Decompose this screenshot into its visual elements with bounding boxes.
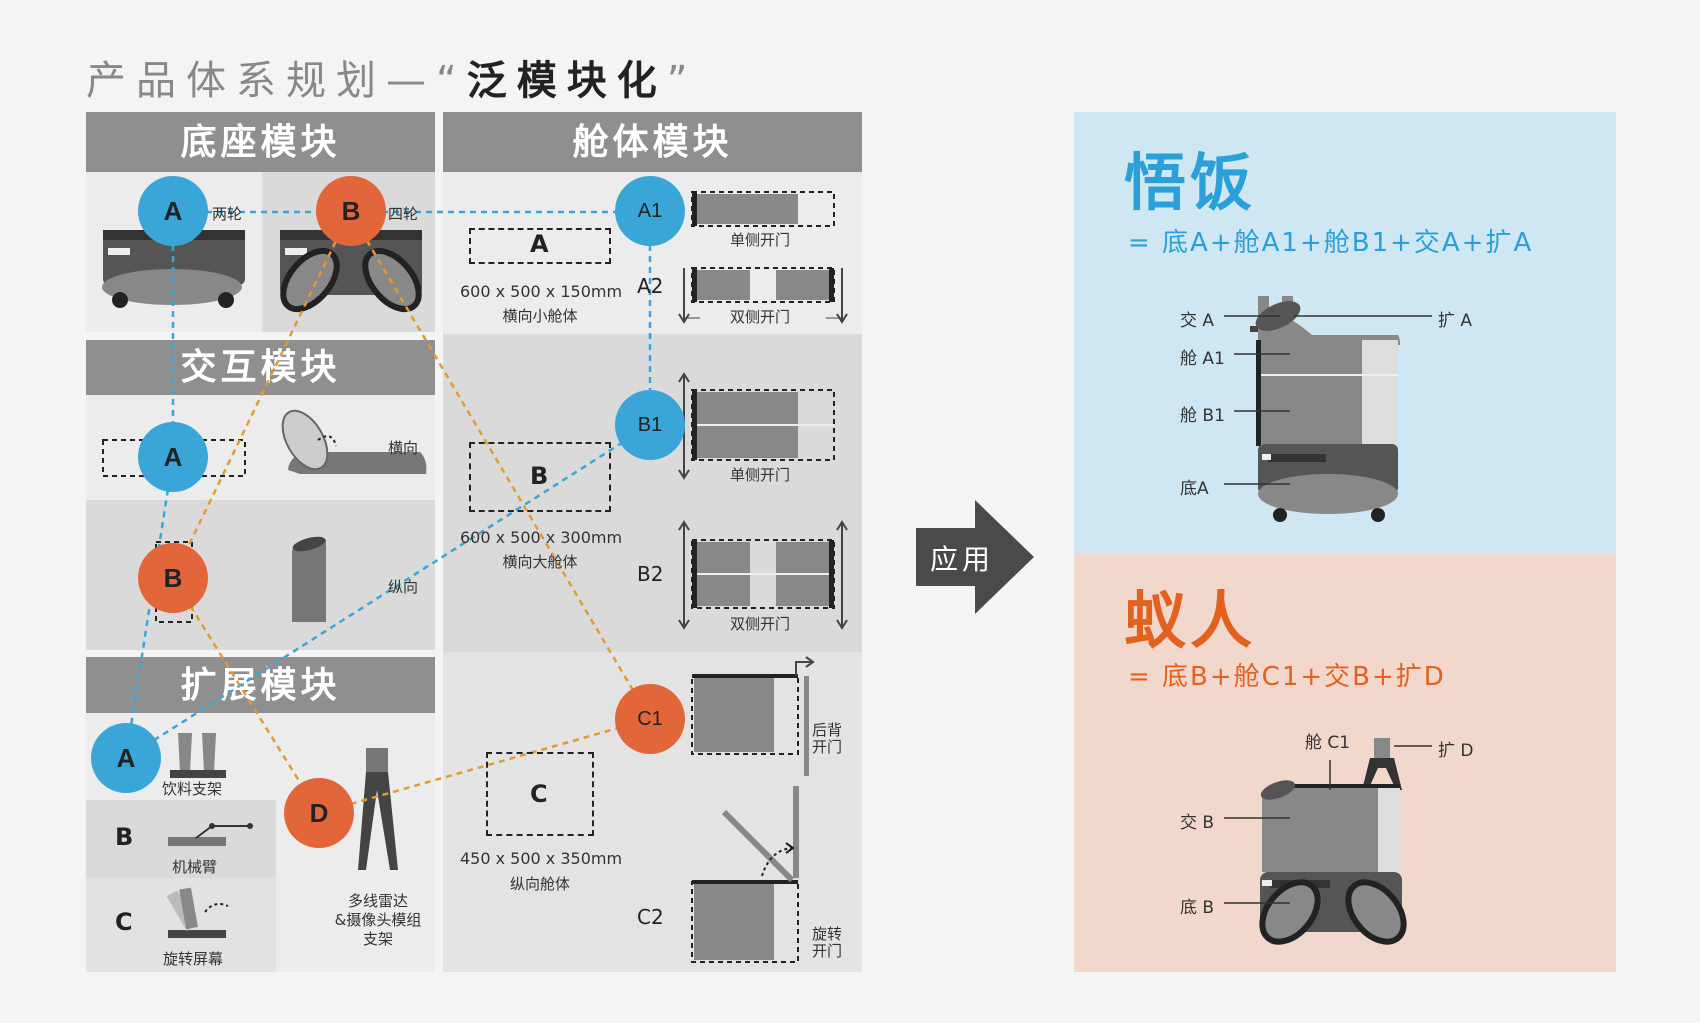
cabin-b2-label: B2	[637, 562, 664, 586]
product1-formula: = 底A+舱A1+舱B1+交A+扩A	[1128, 228, 1534, 258]
product2-callout-jiao: 交 B	[1180, 813, 1215, 833]
product1-callout-lines	[1224, 315, 1432, 485]
interaction-a-label: 横向	[388, 439, 419, 457]
cabin-a-name: 横向小舱体	[502, 307, 578, 325]
drink-holder-illustration	[170, 733, 226, 778]
product1-robot-illustration	[1250, 296, 1400, 522]
cabin-a1-circle[interactable]: A1	[615, 176, 685, 246]
page-title: 产品体系规划—“泛模块化”	[86, 58, 698, 104]
cabin-b2-illustration	[678, 520, 848, 630]
orange-connectors	[171, 211, 652, 815]
product2-name: 蚁人	[1124, 584, 1257, 657]
base-b-circle[interactable]: B	[316, 176, 386, 246]
cabin-a1-door: 单侧开门	[730, 231, 791, 249]
extension-c-label: 旋转屏幕	[163, 950, 224, 968]
interaction-b-label: 纵向	[388, 578, 419, 596]
cabin-c1-door: 后背 开门	[812, 721, 843, 756]
cabin-c1-illustration	[691, 656, 815, 776]
cabin-module-header: 舱体模块	[443, 112, 862, 172]
base-b-label: 四轮	[388, 205, 419, 223]
apply-arrow-shape	[916, 500, 1034, 614]
product2-formula: = 底B+舱C1+交B+扩D	[1128, 662, 1446, 692]
extension-d-circle[interactable]: D	[284, 778, 354, 848]
interaction-a-circle[interactable]: A	[138, 422, 208, 492]
product2-callout-kuo: 扩 D	[1438, 741, 1474, 761]
blue-connectors	[124, 210, 652, 760]
product1-callout-jiao: 交 A	[1180, 311, 1215, 331]
extension-a-label: 饮料支架	[162, 780, 223, 798]
cabin-a2-label: A2	[637, 274, 664, 298]
base-a-label: 两轮	[212, 205, 243, 223]
product2-robot-illustration	[1259, 738, 1407, 945]
extension-b-letter: B	[115, 823, 134, 851]
product1-callout-di: 底A	[1180, 479, 1209, 499]
cabin-b-size: 600 x 500 x 300mm	[460, 528, 623, 547]
cabin-c-box	[486, 752, 594, 836]
cabin-c-name: 纵向舱体	[509, 875, 570, 893]
extension-b-label: 机械臂	[172, 858, 218, 876]
product1-callout-kuo: 扩 A	[1438, 311, 1473, 331]
product2-callout-di: 底 B	[1180, 898, 1215, 918]
cabin-b2-door: 双侧开门	[730, 615, 791, 633]
base-module-header: 底座模块	[86, 112, 435, 172]
product2-callout-lines	[1224, 745, 1432, 904]
cabin-b1-circle[interactable]: B1	[615, 390, 685, 460]
cabin-c1-circle[interactable]: C1	[615, 684, 685, 754]
cabin-b1-illustration	[678, 372, 835, 480]
apply-label: 应用	[930, 543, 995, 576]
product1-name: 悟饭	[1124, 146, 1257, 219]
cabin-c-size: 450 x 500 x 350mm	[460, 849, 623, 868]
extension-c-letter: C	[115, 908, 133, 936]
cabin-a1-illustration	[691, 191, 835, 227]
extension-a-circle[interactable]: A	[91, 723, 161, 793]
interaction-b-circle[interactable]: B	[138, 543, 208, 613]
extension-d-label: 多线雷达 &摄像头模组 支架	[334, 892, 422, 948]
cabin-b-name: 横向大舱体	[502, 553, 578, 571]
cabin-a2-door: 双侧开门	[730, 308, 791, 326]
interaction-b-illustration	[292, 536, 326, 622]
product1-callout-cang-a1: 舱 A1	[1180, 349, 1225, 369]
interaction-a-illustration	[281, 409, 427, 474]
robotic-arm-illustration	[168, 823, 253, 846]
cabin-c2-label: C2	[637, 905, 664, 929]
cabin-c2-door: 旋转 开门	[812, 925, 843, 960]
extension-module-header: 扩展模块	[86, 657, 435, 713]
product2-callout-cang: 舱 C1	[1305, 733, 1351, 753]
rotating-screen-illustration	[166, 887, 229, 938]
base-a-circle[interactable]: A	[138, 176, 208, 246]
cabin-a2-illustration	[678, 267, 848, 324]
cabin-a-letter: A	[530, 230, 549, 258]
cabin-c2-illustration	[691, 786, 799, 963]
lidar-stand-illustration	[358, 748, 398, 870]
cabin-a-box	[469, 228, 611, 264]
cabin-c-letter: C	[530, 780, 548, 808]
cabin-b-box	[469, 442, 611, 512]
interaction-module-header: 交互模块	[86, 340, 435, 395]
cabin-b1-door: 单侧开门	[730, 466, 791, 484]
cabin-a-size: 600 x 500 x 150mm	[460, 282, 623, 301]
product1-callout-cang-b1: 舱 B1	[1180, 406, 1225, 426]
cabin-b-letter: B	[530, 462, 549, 490]
